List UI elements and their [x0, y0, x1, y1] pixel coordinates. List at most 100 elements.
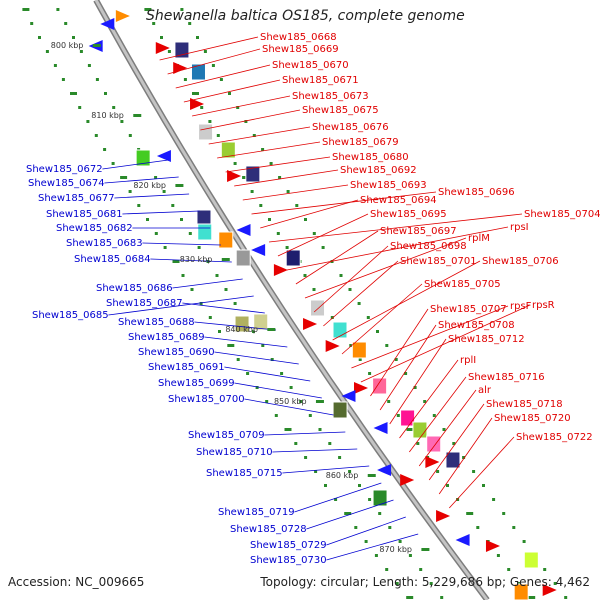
leader-line	[418, 389, 477, 467]
track-dot	[419, 568, 423, 571]
track-dot	[276, 232, 280, 235]
track-dot	[492, 498, 496, 501]
track-dot	[120, 120, 124, 123]
track-dot	[312, 288, 316, 291]
accession-text: Accession: NC_009665	[8, 575, 145, 589]
reverse-gene-label: Shew185_0709	[188, 430, 265, 441]
forward-gene-label: Shew185_0692	[340, 165, 417, 176]
leader-line	[313, 245, 389, 313]
tick-label: 870 kbp	[379, 545, 412, 554]
forward-gene-label: Shew185_0712	[448, 334, 525, 345]
genome-backbone	[93, 0, 490, 600]
track-dot	[423, 400, 427, 403]
leader-line	[448, 436, 515, 509]
forward-gene-label: Shew185_0675	[302, 105, 379, 116]
reverse-gene-label: Shew185_0715	[206, 468, 283, 479]
track-dot	[406, 596, 414, 599]
track-dot	[183, 78, 187, 81]
tick-mark	[421, 548, 430, 551]
leader-line	[269, 213, 523, 243]
track-dot	[442, 428, 446, 431]
track-dot	[152, 22, 156, 25]
track-dot	[472, 470, 476, 473]
leader-line	[286, 226, 509, 271]
track-dot	[269, 162, 273, 165]
leader-line	[264, 431, 346, 436]
forward-gene-label: rpsF	[510, 301, 532, 312]
track-dot	[396, 414, 400, 417]
track-dot	[208, 120, 212, 123]
reverse-gene-arrow	[236, 224, 251, 236]
tick-label: 850 kbp	[274, 397, 307, 406]
track-dot	[357, 302, 361, 305]
track-dot	[259, 204, 263, 207]
track-dot	[395, 582, 399, 585]
track-dot	[196, 36, 199, 39]
track-dot	[199, 302, 203, 305]
leader-line	[360, 304, 531, 383]
leader-line	[326, 533, 419, 561]
tick-mark	[175, 184, 184, 187]
reverse-gene-arrow	[455, 534, 470, 546]
gene-block	[220, 141, 236, 159]
forward-gene-label: Shew185_0694	[360, 195, 437, 206]
track-dot	[368, 372, 372, 375]
tick-mark	[221, 258, 230, 261]
track-dot	[70, 92, 77, 95]
leader-line	[304, 237, 467, 299]
track-dot	[208, 316, 212, 319]
track-dot	[172, 260, 180, 263]
gene-block	[412, 421, 428, 439]
track-dot	[394, 358, 398, 361]
forward-gene-label: rpsR	[532, 300, 555, 311]
track-dot	[22, 8, 30, 11]
track-dot	[278, 176, 282, 179]
tick-mark	[133, 114, 142, 117]
track-dot	[270, 358, 274, 361]
gene-block	[253, 313, 269, 331]
reverse-gene-arrow	[251, 244, 266, 256]
track-dot	[236, 106, 240, 109]
track-dot	[324, 484, 327, 487]
track-dot	[436, 470, 440, 473]
leader-line	[272, 448, 358, 453]
track-dot	[308, 414, 312, 417]
track-dot	[404, 372, 408, 375]
track-dot	[328, 442, 332, 445]
tick-mark	[367, 474, 376, 477]
gene-block	[372, 377, 388, 395]
forward-gene-label: Shew185_0720	[494, 413, 571, 424]
forward-gene-arrow	[173, 62, 188, 74]
leader-line	[114, 193, 190, 199]
track-dot	[284, 428, 292, 431]
leader-line	[142, 242, 221, 246]
forward-gene-arrow	[190, 98, 205, 110]
track-dot	[211, 64, 215, 67]
track-dot	[374, 554, 378, 557]
track-dot	[104, 92, 107, 95]
track-dot	[181, 274, 185, 277]
track-dot	[128, 190, 132, 193]
reverse-gene-label: Shew185_0681	[46, 209, 123, 220]
track-dot	[387, 400, 391, 403]
track-dot	[413, 386, 417, 389]
reverse-gene-label: Shew185_0688	[118, 317, 195, 328]
track-dot	[64, 22, 68, 25]
track-dot	[203, 50, 207, 53]
leader-line	[282, 465, 370, 474]
forward-gene-arrow	[115, 10, 130, 22]
forward-gene-label: Shew185_0722	[516, 432, 593, 443]
track-dot	[528, 596, 536, 599]
track-dot	[344, 512, 352, 515]
forward-gene-label: Shew185_0671	[282, 75, 359, 86]
gene-block	[351, 341, 367, 359]
track-dot	[432, 414, 436, 417]
leader-line	[244, 398, 334, 416]
leader-line	[242, 184, 349, 201]
reverse-gene-label: Shew185_0685	[32, 310, 109, 321]
gene-block	[245, 165, 261, 183]
leader-line	[251, 191, 437, 215]
leader-line	[200, 109, 301, 131]
track-dot	[53, 64, 57, 67]
reverse-gene-arrow	[156, 150, 171, 162]
